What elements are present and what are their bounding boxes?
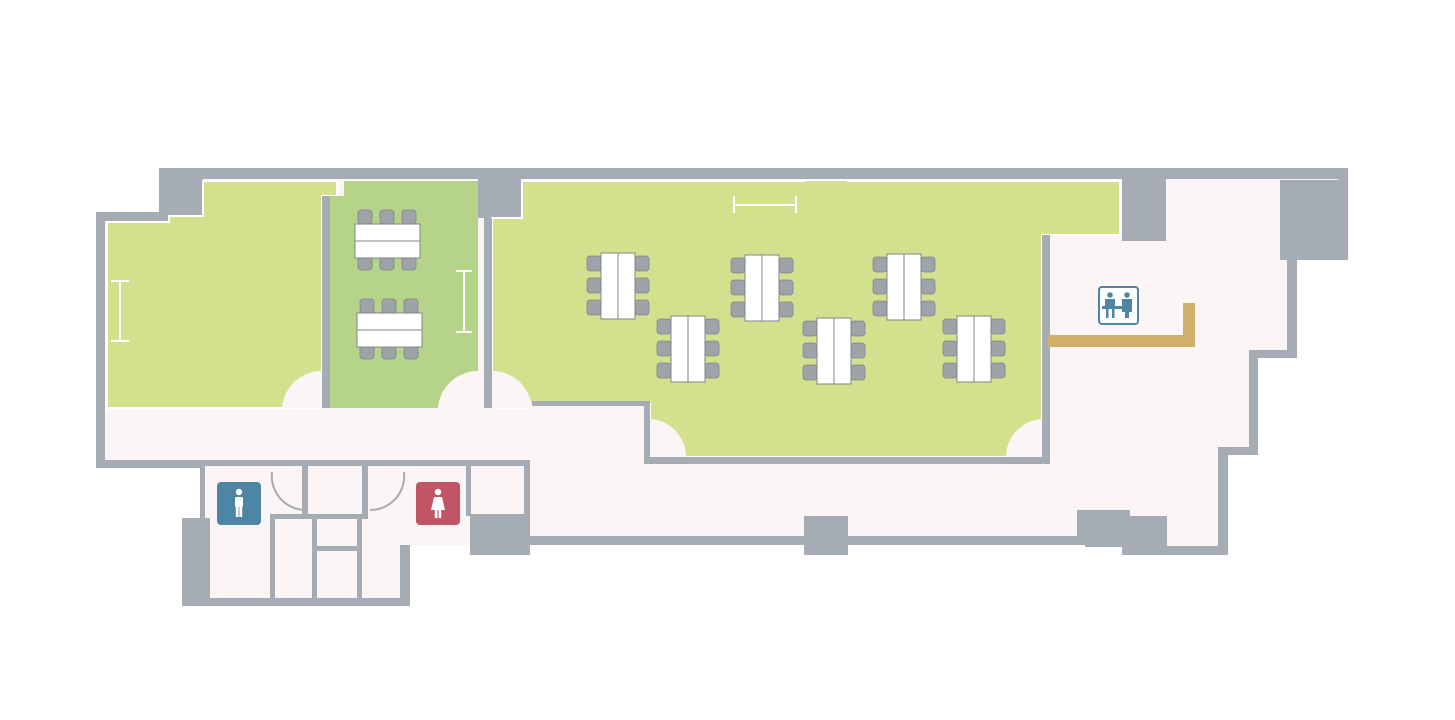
seminar-table-island bbox=[730, 254, 794, 322]
chair bbox=[359, 298, 375, 314]
column bbox=[182, 518, 210, 606]
whiteboards bbox=[111, 196, 797, 342]
chair bbox=[872, 256, 888, 273]
whiteboard bbox=[456, 270, 472, 333]
chair bbox=[802, 320, 818, 337]
column bbox=[1122, 168, 1166, 241]
chair bbox=[850, 320, 866, 337]
chair bbox=[802, 364, 818, 381]
chair bbox=[656, 318, 672, 335]
restroom-door-swing[interactable] bbox=[369, 471, 406, 512]
partition-wall bbox=[1042, 235, 1050, 460]
room-left[interactable] bbox=[106, 180, 338, 409]
restroom-wall bbox=[466, 466, 471, 516]
seminar-table-island bbox=[802, 317, 866, 385]
chair bbox=[586, 277, 602, 294]
chair bbox=[634, 277, 650, 294]
chair bbox=[401, 209, 417, 225]
chair bbox=[942, 362, 958, 379]
chair bbox=[381, 298, 397, 314]
doors bbox=[270, 370, 1042, 512]
chair bbox=[778, 301, 794, 318]
chair bbox=[872, 278, 888, 295]
chair bbox=[379, 209, 395, 225]
column bbox=[1280, 180, 1348, 260]
partition-wall bbox=[322, 196, 330, 408]
meeting-table-set bbox=[354, 209, 421, 271]
seminar-table-island bbox=[656, 315, 720, 383]
restroom-wall bbox=[362, 466, 368, 516]
partition-wall bbox=[532, 401, 650, 406]
seminar-table-island bbox=[942, 315, 1006, 383]
chair bbox=[357, 209, 373, 225]
door-swing[interactable] bbox=[650, 419, 687, 457]
chair bbox=[704, 362, 720, 379]
chair bbox=[990, 362, 1006, 379]
whiteboard bbox=[111, 280, 129, 342]
partition-wall bbox=[644, 457, 1050, 464]
door-swing[interactable] bbox=[492, 370, 532, 408]
chair bbox=[634, 299, 650, 316]
restroom-wall bbox=[270, 514, 368, 519]
column bbox=[478, 168, 521, 218]
chair bbox=[920, 256, 936, 273]
chair bbox=[730, 257, 746, 274]
restroom-wall bbox=[302, 466, 308, 516]
chair bbox=[634, 255, 650, 272]
chair bbox=[656, 362, 672, 379]
chair bbox=[704, 318, 720, 335]
chair bbox=[802, 342, 818, 359]
chair bbox=[704, 340, 720, 357]
chair bbox=[990, 340, 1006, 357]
chair bbox=[778, 257, 794, 274]
partition-wall bbox=[484, 218, 492, 408]
chair bbox=[942, 340, 958, 357]
restroom-wall bbox=[357, 514, 362, 602]
chair bbox=[942, 318, 958, 335]
chair bbox=[586, 255, 602, 272]
chair bbox=[990, 318, 1006, 335]
reception-desk-icon bbox=[1098, 286, 1139, 325]
seminar-table-island bbox=[872, 253, 936, 321]
door-swing[interactable] bbox=[438, 370, 478, 408]
chair bbox=[920, 278, 936, 295]
chair bbox=[850, 364, 866, 381]
chair bbox=[403, 298, 419, 314]
chair bbox=[778, 279, 794, 296]
seminar-table-island bbox=[586, 252, 650, 320]
door-swing[interactable] bbox=[282, 370, 322, 408]
chair bbox=[920, 300, 936, 317]
restroom-block bbox=[200, 460, 530, 602]
door-swing[interactable] bbox=[1006, 419, 1042, 457]
column bbox=[159, 168, 203, 218]
restroom-wall bbox=[312, 514, 317, 602]
chair bbox=[730, 301, 746, 318]
whiteboard bbox=[733, 196, 797, 213]
chair bbox=[656, 340, 672, 357]
man-restroom-icon bbox=[217, 482, 261, 525]
restroom-wall bbox=[270, 514, 275, 602]
chair bbox=[850, 342, 866, 359]
column bbox=[470, 514, 530, 555]
furniture bbox=[354, 209, 1006, 385]
restroom-wall bbox=[200, 460, 530, 466]
meeting-table-set bbox=[356, 298, 423, 360]
chair bbox=[730, 279, 746, 296]
restroom-wall bbox=[524, 466, 530, 516]
column bbox=[804, 516, 848, 555]
partition-wall bbox=[644, 404, 650, 462]
chair bbox=[872, 300, 888, 317]
restroom-door-swing[interactable] bbox=[270, 471, 307, 512]
column bbox=[1122, 516, 1166, 555]
reception-counter bbox=[1048, 303, 1195, 347]
woman-restroom-icon bbox=[416, 482, 460, 525]
chair bbox=[586, 299, 602, 316]
restroom-wall bbox=[312, 546, 362, 551]
